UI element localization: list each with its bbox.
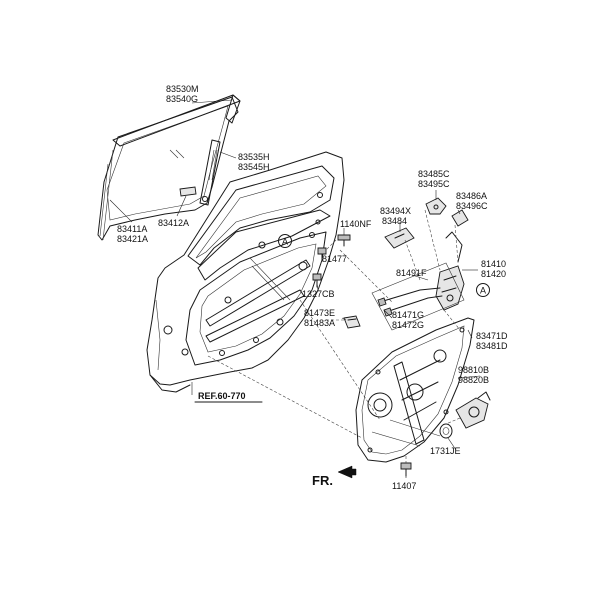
bracket-83486a	[451, 209, 469, 227]
label-83535h: 83535H	[238, 152, 270, 162]
bracket-83494x	[384, 227, 415, 249]
regulator-motor-98810b	[455, 391, 491, 429]
label-81410: 81410	[481, 259, 506, 269]
reference-marker-a-panel: A	[278, 234, 292, 248]
door-latch-81410	[435, 231, 465, 311]
rod-81471g	[377, 287, 443, 317]
rod-box-81491f	[371, 262, 465, 331]
label-fr: FR.	[312, 473, 333, 488]
label-83530m: 83530M	[166, 84, 199, 94]
label-98820b: 98820B	[458, 375, 489, 385]
label-98810b: 98810B	[458, 365, 489, 375]
label-83545h: 83545H	[238, 162, 270, 172]
dashed-guides	[207, 209, 461, 463]
reference-marker-a-latch: A	[476, 283, 490, 297]
label-81491f: 81491F	[396, 268, 427, 278]
label-1327cb: 1327CB	[302, 289, 335, 299]
window-regulator-rail	[199, 139, 221, 206]
label-83481d: 83481D	[476, 341, 508, 351]
label-81477: 81477	[322, 254, 347, 264]
leader-lines	[109, 99, 481, 478]
label-11407: 11407	[392, 481, 416, 491]
label-83484: 83484	[382, 216, 407, 226]
label-83496c: 83496C	[456, 201, 488, 211]
label-83485c: 83485C	[418, 169, 450, 179]
clip-81473e	[343, 315, 361, 329]
label-1731je: 1731JE	[430, 446, 461, 456]
label-ref: REF.60-770	[198, 391, 246, 401]
label-81471g: 81471G	[392, 310, 424, 320]
front-arrow	[337, 465, 357, 479]
fastener-1140nf	[337, 234, 351, 247]
part-labels: 83530M 83540G 83535H 83545H 83411A 83421…	[117, 84, 508, 491]
marker-a2-label: A	[480, 286, 486, 296]
glass-run-channel	[112, 94, 241, 147]
label-81472g: 81472G	[392, 320, 424, 330]
marker-a-label: A	[282, 237, 288, 247]
glass-bracket	[179, 186, 197, 197]
label-1140nf: 1140NF	[340, 219, 372, 229]
label-83494x: 83494X	[380, 206, 411, 216]
label-81473e: 81473E	[304, 308, 335, 318]
label-81420: 81420	[481, 269, 506, 279]
grommet-1731je	[439, 423, 453, 439]
label-83486a: 83486A	[456, 191, 487, 201]
label-81483a: 81483A	[304, 318, 335, 328]
label-83411a: 83411A	[117, 224, 147, 234]
label-83495c: 83495C	[418, 179, 450, 189]
door-module-panel	[355, 317, 475, 463]
label-83412a: 83412A	[158, 218, 189, 228]
label-83540g: 83540G	[166, 94, 198, 104]
door-panel	[146, 151, 345, 393]
bracket-83485c	[425, 197, 447, 215]
label-83471d: 83471D	[476, 331, 508, 341]
label-83421a: 83421A	[117, 234, 148, 244]
